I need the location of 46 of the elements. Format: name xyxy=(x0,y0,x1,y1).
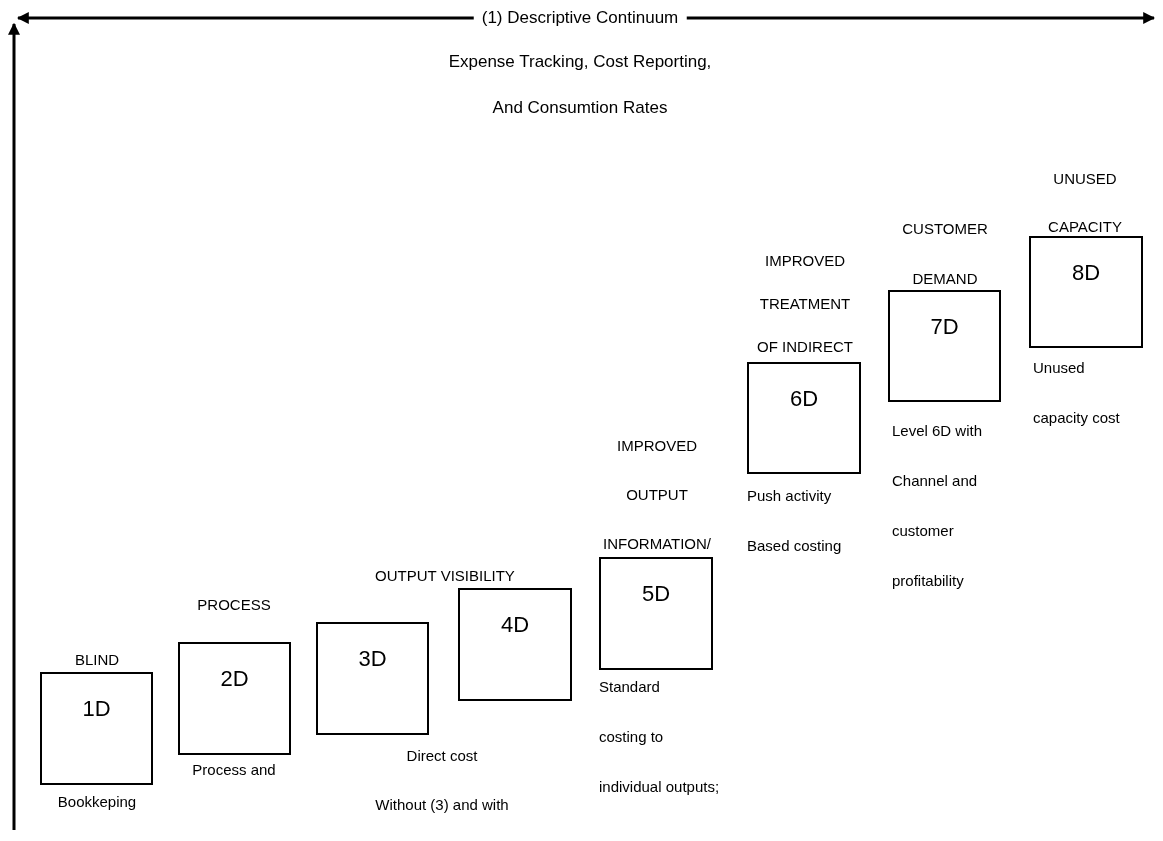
text-label: Expense Tracking, Cost Reporting, xyxy=(448,51,712,74)
level-note: Based costing xyxy=(747,537,842,553)
level-note: CAPACITY xyxy=(1048,218,1122,234)
level-note: CUSTOMER xyxy=(902,220,988,236)
level-note: Channel and xyxy=(892,472,978,488)
level-note: OUTPUT VISIBILITY xyxy=(375,567,515,583)
level-note: INFORMATION/ xyxy=(603,535,711,551)
level-box xyxy=(599,557,713,670)
level-box xyxy=(458,588,572,701)
level-label: 3D xyxy=(358,648,387,670)
level-note: OUTPUT xyxy=(626,486,688,502)
level-label: 2D xyxy=(220,668,249,690)
level-note: Direct cost xyxy=(406,747,478,763)
level-note: customer xyxy=(892,522,954,538)
level-box xyxy=(747,362,861,474)
level-note: UNUSED xyxy=(1053,170,1117,186)
level-label: 5D xyxy=(641,583,671,605)
level-note: DEMAND xyxy=(912,270,978,286)
level-note: BLIND xyxy=(74,651,120,667)
text-label: And Consumtion Rates xyxy=(492,97,668,120)
level-label: 4D xyxy=(500,614,530,636)
level-note: Unused xyxy=(1033,359,1085,375)
level-note: PROCESS xyxy=(197,596,271,612)
level-box xyxy=(316,622,429,735)
level-box xyxy=(40,672,153,785)
level-note: OF INDIRECT xyxy=(757,338,853,354)
level-note: TREATMENT xyxy=(759,295,851,311)
level-note: IMPROVED xyxy=(617,437,697,453)
level-label: 7D xyxy=(930,316,959,338)
level-note: Bookkeping xyxy=(57,793,137,809)
level-note: profitability xyxy=(892,572,964,588)
level-note: IMPROVED xyxy=(765,252,845,268)
level-note: Level 6D with xyxy=(892,422,983,438)
level-note: capacity cost xyxy=(1033,409,1120,425)
level-label: 6D xyxy=(789,388,819,410)
level-box xyxy=(178,642,291,755)
level-label: 1D xyxy=(82,698,111,720)
level-box xyxy=(1029,236,1143,348)
level-note: individual outputs; xyxy=(599,778,720,794)
level-note: Standard xyxy=(599,678,660,694)
level-note: Push activity xyxy=(747,487,832,503)
level-label: 8D xyxy=(1071,262,1101,284)
level-note: Process and xyxy=(192,761,276,777)
level-note: costing to xyxy=(599,728,664,744)
level-note: Without (3) and with xyxy=(375,796,509,812)
level-box xyxy=(888,290,1001,402)
